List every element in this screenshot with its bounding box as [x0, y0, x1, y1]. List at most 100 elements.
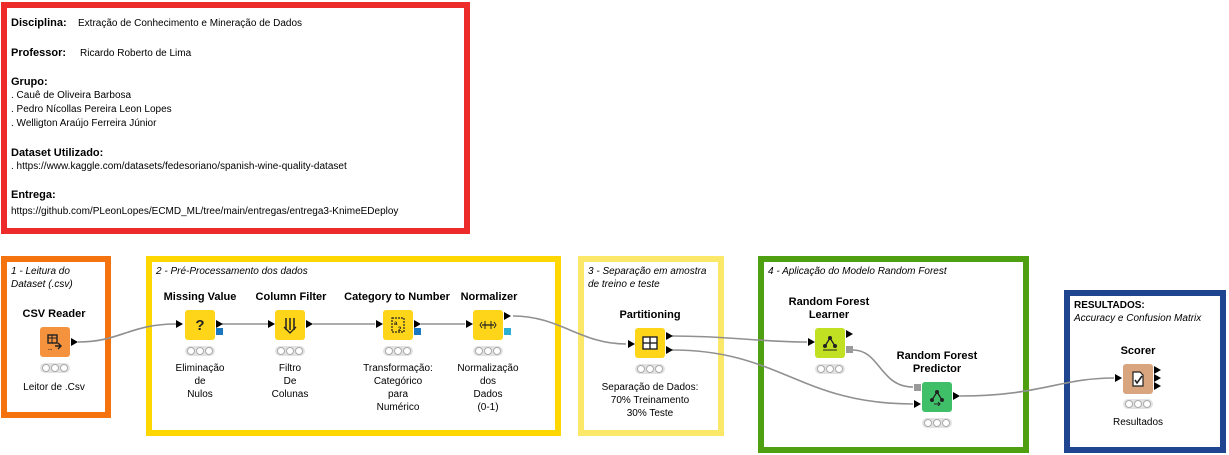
- wire-learner-to-predictor: [852, 349, 914, 388]
- label-line: de: [194, 376, 206, 387]
- normalizer-label: Normalização dos Dados (0-1): [448, 362, 528, 414]
- missing-value-label: Eliminação de Nulos: [160, 362, 240, 401]
- wire-partitioning-to-learner: [671, 335, 808, 343]
- rf-learner-model-port[interactable]: [846, 346, 853, 353]
- title-line: Random Forest: [788, 296, 870, 308]
- annotation-preprocessing-text: 2 - Pré-Processamento dos dados: [156, 266, 308, 277]
- column-filter-title: Column Filter: [255, 291, 327, 303]
- rf-learner-status: [815, 364, 845, 374]
- project-info-box: Disciplina: Extração de Conhecimento e M…: [1, 2, 470, 234]
- scorer-title: Scorer: [1120, 345, 1156, 357]
- csv-reader-out-port[interactable]: [71, 338, 78, 346]
- label-line: Filtro: [278, 363, 302, 374]
- partitioning-status: [635, 364, 665, 374]
- label-line: Categórico: [373, 376, 423, 387]
- wire-predictor-to-scorer: [959, 377, 1115, 397]
- annotation-preprocessing: 2 - Pré-Processamento dos dados: [146, 256, 561, 436]
- missing-value-model-port[interactable]: [216, 328, 223, 335]
- wire-normalizer-to-partitioning: [512, 315, 627, 345]
- annotation-results-subtitle: Accuracy e Confusion Matrix: [1074, 313, 1202, 324]
- category-to-number-label: Transformação: Categórico para Numérico: [354, 362, 442, 414]
- partitioning-out-port-train[interactable]: [666, 332, 673, 340]
- table-arrow-icon: ...: [40, 327, 70, 357]
- csv-reader-label: Leitor de .Csv: [23, 382, 85, 393]
- annotation-results: RESULTADOS: Accuracy e Confusion Matrix: [1064, 290, 1226, 453]
- svg-text:2: 2: [398, 327, 402, 333]
- category-to-number-in-port[interactable]: [376, 320, 383, 328]
- normalizer-model-port[interactable]: [504, 328, 511, 335]
- tree-learner-icon: [815, 328, 845, 358]
- partitioning-out-port-test[interactable]: [666, 346, 673, 354]
- rf-predictor-data-in-port[interactable]: [914, 400, 921, 408]
- annotation-model: 4 - Aplicação do Modelo Random Forest: [758, 256, 1029, 453]
- missing-value-title: Missing Value: [163, 291, 237, 303]
- wire-partitioning-to-predictor: [671, 349, 914, 405]
- column-filter-status: [275, 346, 305, 356]
- normalizer-status: [473, 346, 503, 356]
- tree-predictor-icon: [922, 382, 952, 412]
- column-filter-node[interactable]: [275, 310, 305, 340]
- entrega-label: Entrega:: [11, 189, 56, 201]
- label-line: Colunas: [271, 389, 309, 400]
- annotation-partition-text: 3 - Separação em amostra de treino e tes…: [588, 266, 707, 290]
- title-line: Predictor: [912, 363, 962, 375]
- rf-predictor-node[interactable]: [922, 382, 952, 412]
- title-line: Learner: [808, 309, 850, 321]
- label-line: Dados: [473, 389, 503, 400]
- label-line: Transformação:: [363, 363, 433, 374]
- normalizer-out-port[interactable]: [504, 312, 511, 320]
- professor-label: Professor:: [11, 47, 67, 59]
- normalizer-node[interactable]: [473, 310, 503, 340]
- partitioning-node[interactable]: [635, 328, 665, 358]
- missing-value-out-port[interactable]: [216, 320, 223, 328]
- title-line: Random Forest: [896, 350, 978, 362]
- scorer-out-port-2[interactable]: [1154, 374, 1161, 382]
- label-line: Eliminação: [175, 363, 225, 374]
- rf-learner-title: Random Forest Learner: [779, 296, 879, 322]
- missing-value-status: [185, 346, 215, 356]
- column-filter-icon: [275, 310, 305, 340]
- scorer-out-port-3[interactable]: [1154, 382, 1161, 390]
- missing-value-in-port[interactable]: [176, 320, 183, 328]
- svg-text:...: ...: [48, 346, 53, 351]
- partitioning-in-port[interactable]: [628, 340, 635, 348]
- scorer-icon: [1123, 364, 1153, 394]
- label-line: De: [283, 376, 297, 387]
- csv-reader-node[interactable]: ...: [40, 327, 70, 357]
- rf-predictor-model-in-port[interactable]: [914, 384, 921, 391]
- rf-predictor-out-port[interactable]: [953, 392, 960, 400]
- scorer-node[interactable]: [1123, 364, 1153, 394]
- scorer-out-port-1[interactable]: [1154, 366, 1161, 374]
- missing-value-node[interactable]: ?: [185, 310, 215, 340]
- grid-partition-icon: [635, 328, 665, 358]
- label-line: Separação de Dados:: [601, 382, 699, 393]
- column-filter-out-port[interactable]: [306, 320, 313, 328]
- partitioning-title: Partitioning: [619, 309, 681, 321]
- grupo-member: . Cauê de Oliveira Barbosa: [11, 90, 132, 101]
- normalizer-title: Normalizer: [460, 291, 518, 303]
- column-filter-in-port[interactable]: [268, 320, 275, 328]
- label-line: dos: [479, 376, 497, 387]
- dataset-label: Dataset Utilizado:: [11, 147, 104, 159]
- label-line: 70% Treinamento: [610, 395, 690, 406]
- scorer-status: [1123, 399, 1153, 409]
- svg-text:a: a: [394, 321, 398, 327]
- wire-csv-to-missing: [77, 323, 177, 343]
- label-line: Nulos: [187, 389, 213, 400]
- label-line: Numérico: [376, 402, 420, 413]
- rf-learner-node[interactable]: [815, 328, 845, 358]
- professor-value: Ricardo Roberto de Lima: [80, 48, 192, 59]
- rf-predictor-status: [922, 418, 952, 428]
- rf-learner-out-port[interactable]: [846, 330, 853, 338]
- scorer-in-port[interactable]: [1115, 374, 1122, 382]
- annotation-results-title: RESULTADOS:: [1074, 300, 1145, 311]
- normalizer-in-port[interactable]: [466, 320, 473, 328]
- category-to-number-out-port[interactable]: [414, 320, 421, 328]
- category-to-number-model-port[interactable]: [414, 328, 421, 335]
- rf-learner-in-port[interactable]: [808, 338, 815, 346]
- category-to-number-title: Category to Number: [344, 291, 450, 303]
- csv-reader-status: [40, 363, 70, 373]
